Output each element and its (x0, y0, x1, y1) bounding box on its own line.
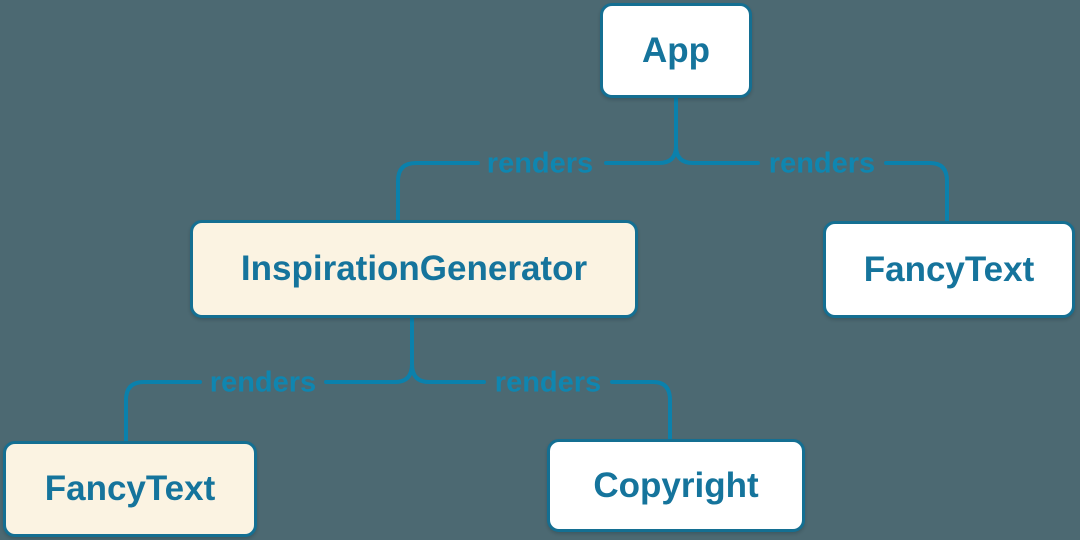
connector-app-to-fancytext-a (674, 96, 760, 165)
connector-app-to-inspirationgenerator-a (604, 96, 678, 165)
node-fancy-text-top: FancyText (823, 221, 1075, 318)
connector-app-to-fancytext-b (884, 161, 949, 226)
edge-label-renders-inspirationgenerator-copyright: renders (494, 366, 602, 399)
node-app-label: App (641, 30, 711, 70)
connector-inspirationgenerator-to-fancytext-a (324, 316, 414, 384)
connector-inspirationgenerator-to-fancytext-b (124, 380, 202, 446)
connector-inspirationgenerator-to-copyright-b (610, 380, 672, 444)
node-copyright-label: Copyright (593, 465, 759, 505)
node-inspiration-generator-label: InspirationGenerator (240, 249, 588, 288)
node-copyright: Copyright (547, 439, 805, 532)
node-fancy-text-bottom-label: FancyText (44, 469, 216, 508)
edge-label-renders-app-fancytext: renders (768, 147, 876, 180)
node-fancy-text-top-label: FancyText (863, 249, 1035, 289)
node-fancy-text-bottom: FancyText (3, 441, 257, 537)
edge-label-renders-app-inspirationgenerator: renders (486, 147, 594, 180)
connector-inspirationgenerator-to-copyright-a (410, 316, 486, 384)
connector-app-to-inspirationgenerator-b (396, 161, 480, 226)
edge-label-renders-inspirationgenerator-fancytext: renders (209, 366, 317, 399)
node-app: App (600, 3, 752, 98)
node-inspiration-generator: InspirationGenerator (190, 220, 638, 318)
